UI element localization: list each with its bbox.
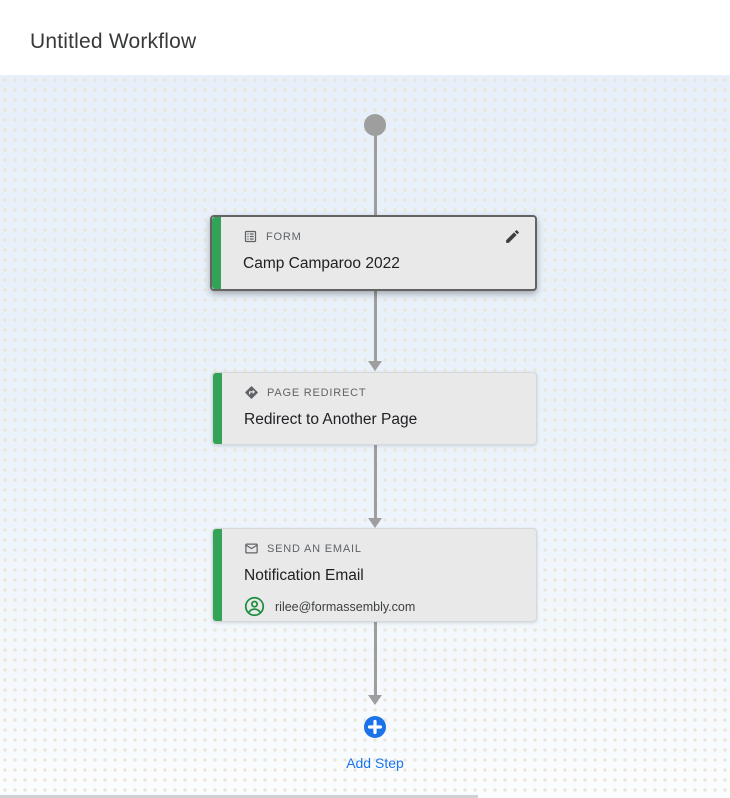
add-step-plus-button[interactable] (363, 715, 387, 739)
step-accent-bar (212, 217, 221, 289)
arrowhead-icon (368, 518, 382, 528)
redirect-diamond-icon (244, 385, 259, 400)
step-card-page-redirect[interactable]: PAGE REDIRECT Redirect to Another Page (212, 372, 537, 445)
step-type-label: FORM (266, 230, 302, 243)
step-title: Camp Camparoo 2022 (243, 255, 400, 272)
step-card-send-email[interactable]: SEND AN EMAIL Notification Email rilee@f… (212, 528, 537, 622)
step-accent-bar (213, 529, 222, 621)
connector-line-1 (373, 125, 377, 215)
step-type-label: SEND AN EMAIL (267, 542, 362, 555)
step-card-form[interactable]: FORM Camp Camparoo 2022 (210, 215, 537, 291)
envelope-icon (244, 541, 259, 556)
account-circle-icon (244, 596, 265, 617)
horizontal-scrollbar-thumb[interactable] (0, 795, 478, 798)
recipient-email: rilee@formassembly.com (275, 599, 416, 614)
connector-line-4 (373, 622, 377, 695)
workflow-canvas[interactable]: FORM Camp Camparoo 2022 PAGE REDIRECT (0, 75, 730, 798)
connector-line-3 (373, 445, 377, 518)
workflow-header: Untitled Workflow (0, 0, 730, 75)
arrowhead-icon (368, 695, 382, 705)
page-title: Untitled Workflow (30, 30, 197, 53)
add-step-link[interactable]: Add Step (346, 755, 404, 771)
edit-pencil-icon[interactable] (504, 228, 521, 245)
step-title: Notification Email (244, 567, 364, 584)
step-accent-bar (213, 373, 222, 444)
form-list-alt-icon (243, 229, 258, 244)
arrowhead-icon (368, 361, 382, 371)
connector-line-2 (373, 291, 377, 361)
step-title: Redirect to Another Page (244, 411, 418, 428)
step-type-label: PAGE REDIRECT (267, 386, 367, 399)
